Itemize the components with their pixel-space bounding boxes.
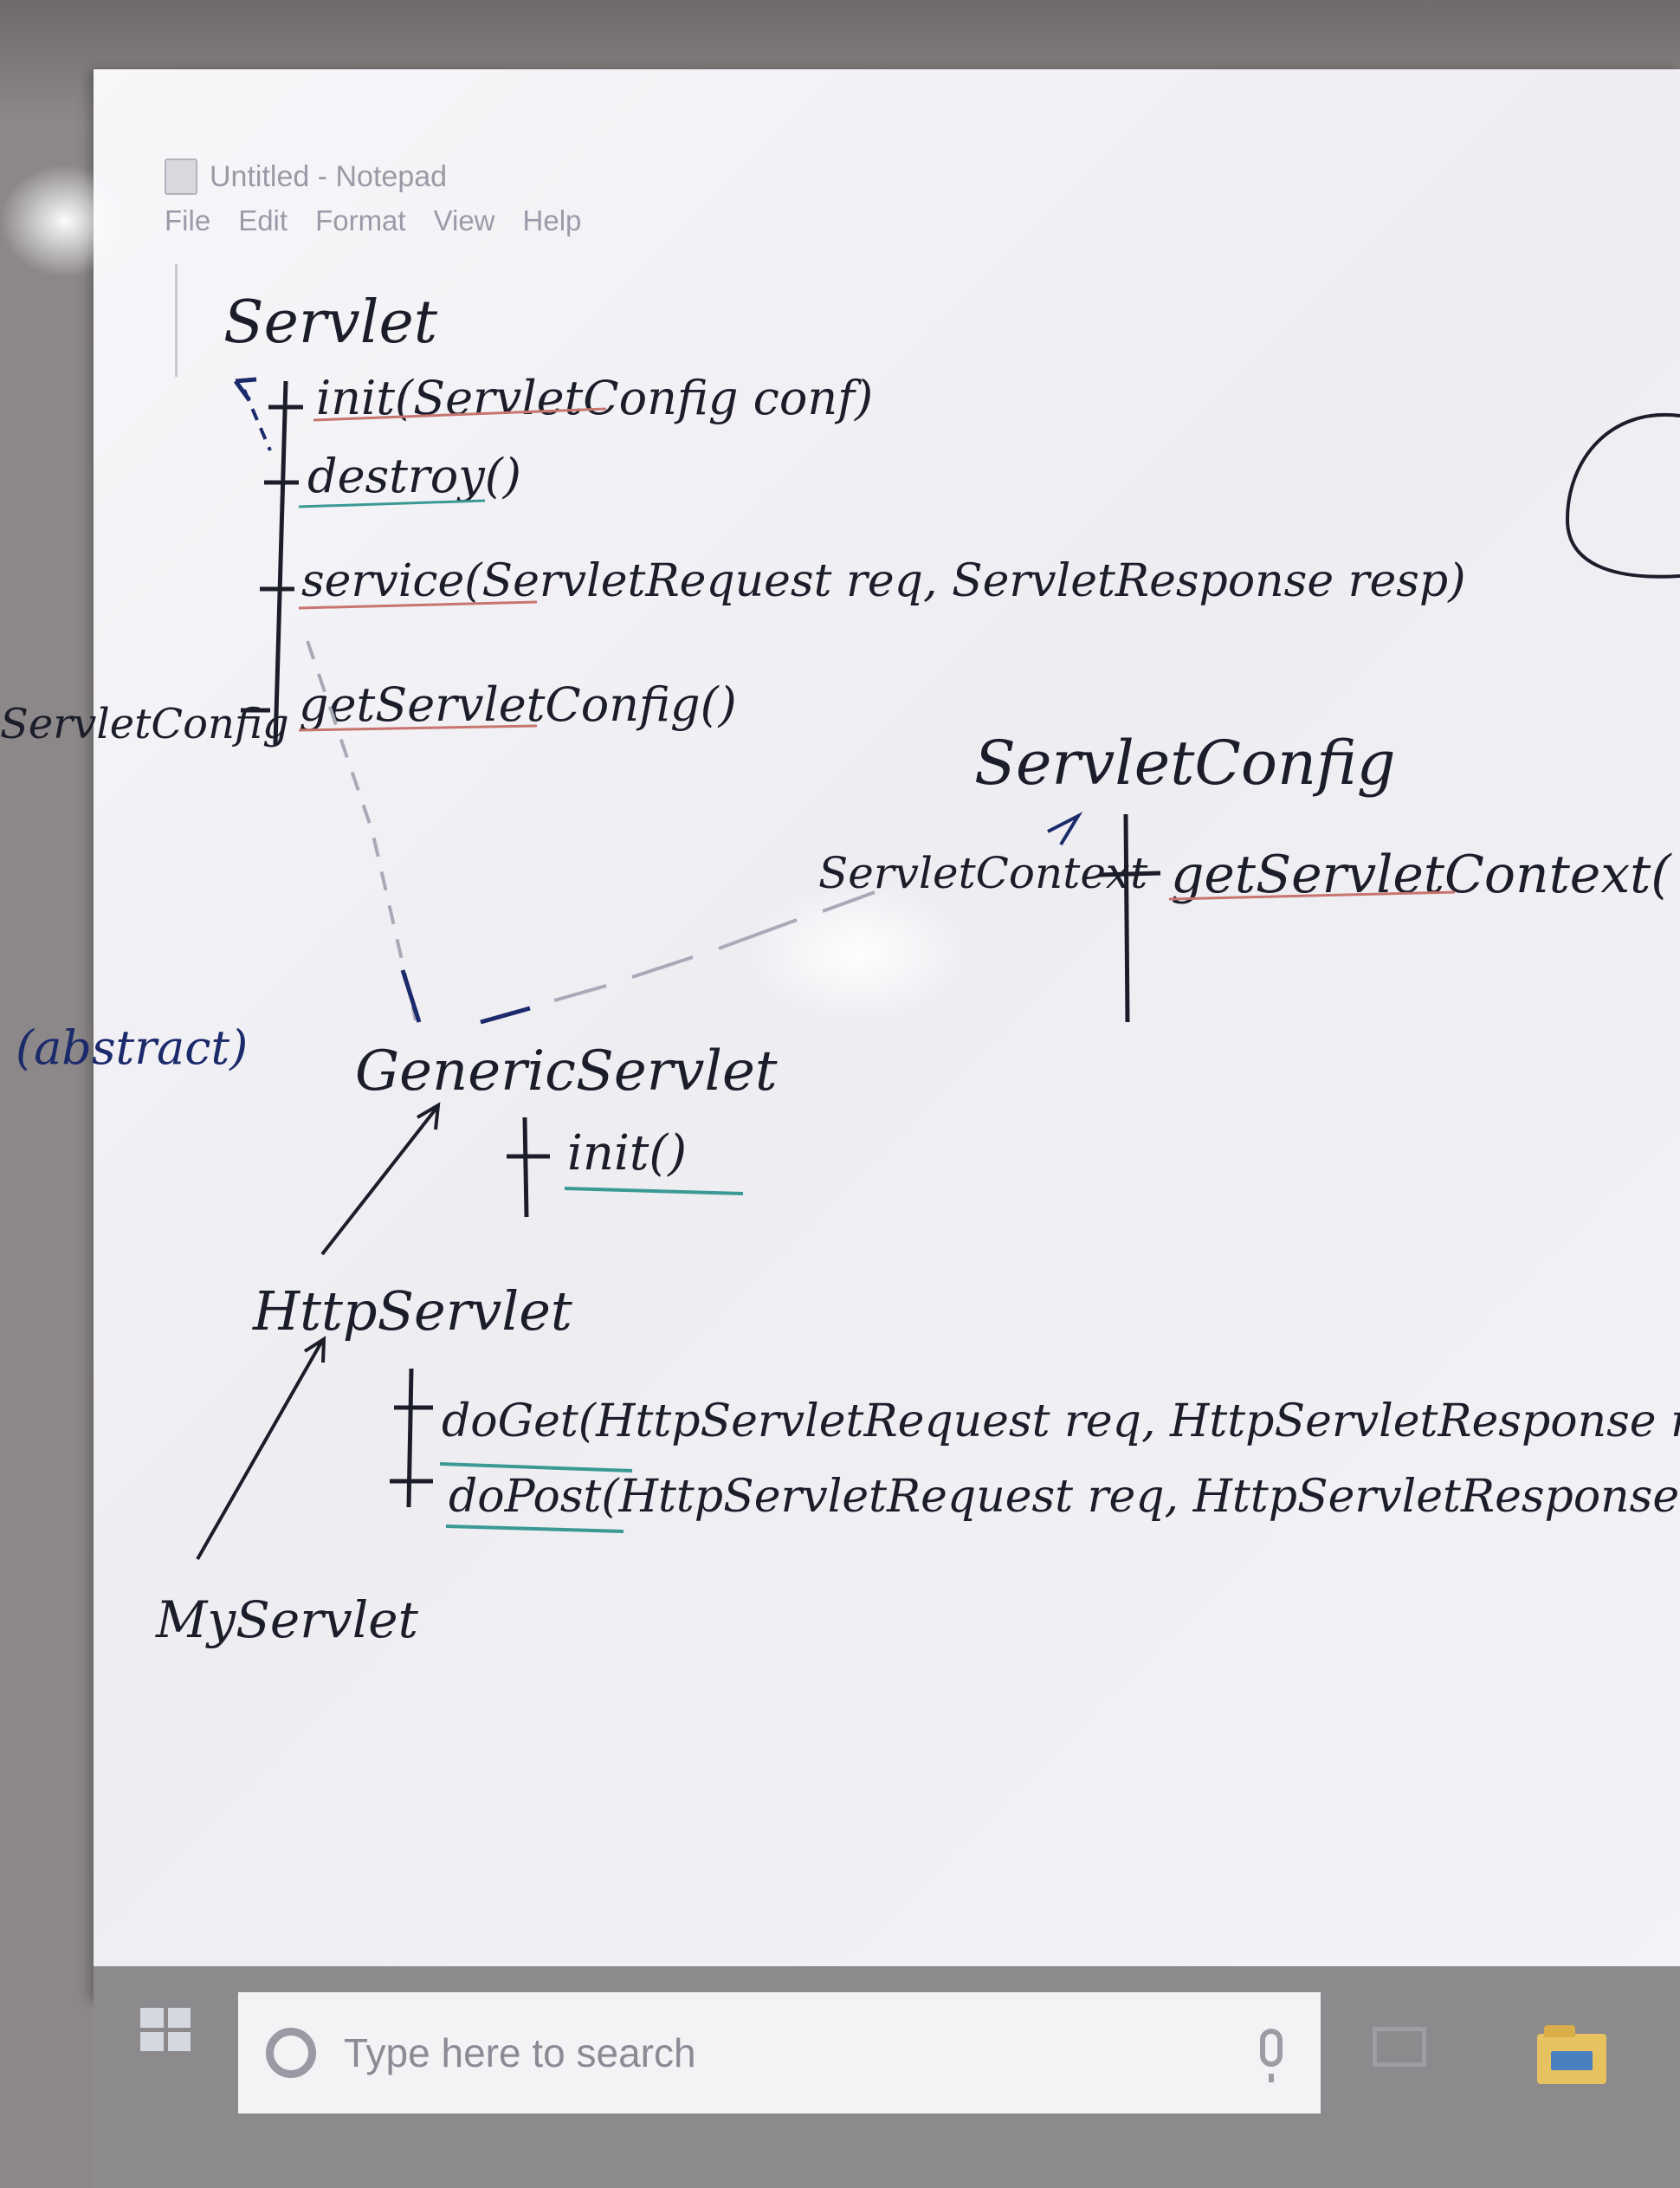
microphone-icon[interactable] — [1260, 2029, 1283, 2082]
menu-edit[interactable]: Edit — [238, 204, 288, 236]
notepad-titlebar: Untitled - Notepad — [165, 152, 447, 201]
generic-servlet-modifier: (abstract) — [16, 1020, 248, 1075]
underline — [1168, 890, 1456, 901]
dashed-line-end — [400, 969, 422, 1023]
window-title: Untitled - Notepad — [210, 159, 448, 193]
menu-bar: File Edit Format View Help — [165, 204, 581, 237]
myservlet-title: MyServlet — [155, 1590, 419, 1649]
underline — [445, 1524, 624, 1533]
dashed-line-end — [480, 1006, 531, 1025]
underline — [564, 1187, 744, 1195]
genericservlet-title: GenericServlet — [355, 1039, 778, 1104]
httpservlet-title: HttpServlet — [252, 1279, 572, 1343]
light-glare — [745, 884, 970, 1022]
underline — [298, 499, 486, 508]
light-glare — [0, 165, 130, 277]
arrowhead-icon — [303, 1336, 326, 1363]
genericservlet-method-init: init() — [567, 1125, 687, 1181]
servlet-method-service: service(ServletRequest req, ServletRespo… — [301, 555, 1466, 607]
file-explorer-icon[interactable] — [1537, 2025, 1606, 2084]
httpservlet-stem — [406, 1368, 414, 1508]
taskbar-search-box[interactable] — [238, 1992, 1321, 2114]
servletconfig-method-getservletcontext: getServletContext( — [1171, 845, 1672, 905]
cortana-circle-icon[interactable] — [266, 2028, 316, 2078]
search-input[interactable] — [342, 2029, 1125, 2077]
menu-format[interactable]: Format — [315, 204, 406, 236]
underline — [313, 407, 607, 422]
whiteboard-screen — [94, 69, 1680, 2001]
servlet-method-destroy: destroy() — [307, 449, 521, 503]
arrowhead-icon — [416, 1102, 441, 1130]
underline — [298, 724, 538, 732]
genericservlet-stem — [522, 1117, 529, 1218]
servlet-stem — [273, 380, 288, 746]
httpservlet-method-doget: doGet(HttpServletRequest req, HttpServle… — [442, 1395, 1680, 1447]
extends-arrow — [196, 1340, 324, 1560]
implements-dashed-line — [306, 640, 417, 1021]
httpservlet-method-dopost: doPost(HttpServletRequest req, HttpServl… — [449, 1471, 1680, 1523]
menu-view[interactable]: View — [433, 204, 495, 236]
servlet-title: Servlet — [223, 288, 438, 357]
notepad-app-icon — [165, 159, 197, 195]
servlet-config-return-type: ServletConfig — [0, 700, 289, 748]
servlet-interface-dashed — [242, 389, 272, 451]
servletcontext-return-type: ServletContext — [818, 848, 1148, 898]
method-tick — [1099, 871, 1161, 877]
windows-start-icon[interactable] — [140, 2008, 191, 2051]
servletconfig-stem — [1123, 813, 1130, 1023]
menu-help[interactable]: Help — [522, 204, 582, 236]
menu-file[interactable]: File — [165, 204, 211, 236]
inherit-arrow-icon — [1047, 811, 1083, 846]
implements-dashed-line — [480, 890, 876, 1024]
servletconfig-title: ServletConfig — [974, 728, 1396, 799]
underline — [298, 600, 538, 610]
partial-circle-shape — [1565, 412, 1680, 579]
task-view-icon[interactable] — [1373, 2027, 1426, 2067]
servlet-method-getservletconfig: getServletConfig() — [299, 677, 737, 732]
extends-arrow — [320, 1105, 439, 1256]
text-cursor — [175, 264, 178, 377]
underline — [439, 1462, 633, 1473]
